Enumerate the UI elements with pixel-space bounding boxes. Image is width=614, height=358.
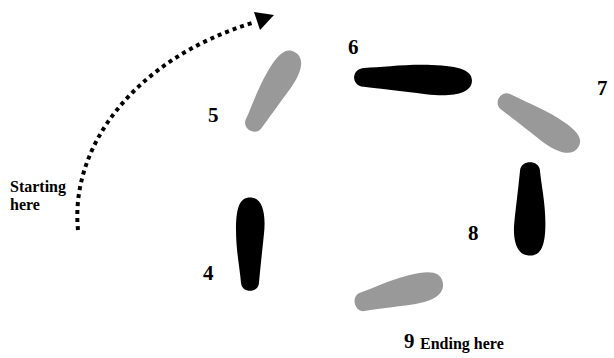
footprint (238, 45, 308, 138)
footprint (351, 268, 446, 319)
footprint (491, 86, 585, 160)
callout-number: 4 (203, 262, 214, 285)
callout-number: 5 (208, 104, 219, 127)
callout-number: 7 (597, 77, 608, 100)
footprint (514, 162, 545, 255)
arrow-head (254, 12, 274, 30)
callout-number: 9 (404, 330, 415, 353)
path-arrow (77, 22, 255, 230)
callout-number: 6 (348, 36, 359, 59)
end-note: Ending here (420, 335, 504, 353)
footprint (236, 198, 265, 291)
callout-number: 8 (468, 222, 479, 245)
start-note: Starting here (10, 178, 80, 213)
footprint (354, 62, 473, 96)
